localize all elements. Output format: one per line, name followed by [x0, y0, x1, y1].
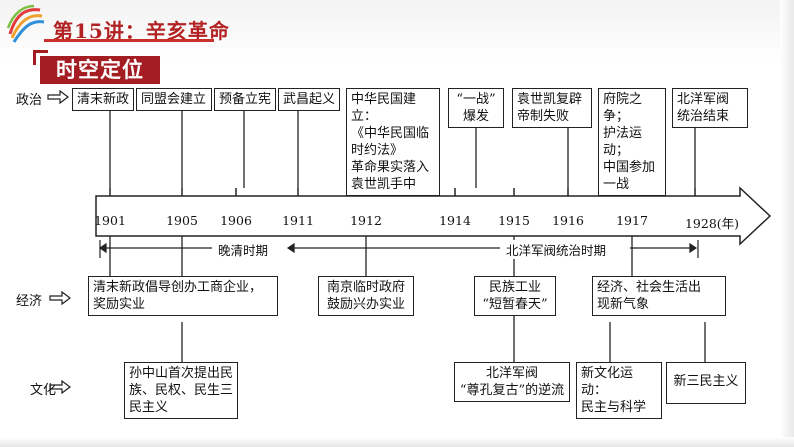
- economy-row-label: 经济: [16, 294, 43, 309]
- period-lines: [98, 240, 699, 258]
- title-underline: [44, 39, 214, 42]
- period-label-beiyang: 北洋军阀统治时期: [504, 240, 609, 259]
- ribbon-logo-icon: [6, 4, 45, 43]
- event-text: 中华民国建立：: [351, 92, 417, 124]
- event-text: 北洋军阀: [485, 366, 538, 381]
- event-text: 新三民主义: [673, 374, 739, 389]
- event-text: 中国参加: [603, 160, 656, 175]
- event-text: 护法运动；: [603, 126, 643, 158]
- event-box-politics-1: 同盟会建立: [136, 88, 212, 111]
- event-box-politics-2: 预备立宪: [214, 88, 276, 111]
- event-text: 族、民权、民生三: [129, 383, 234, 398]
- event-box-politics-0: 清末新政: [72, 88, 134, 111]
- event-text: 清末新政倡导创办工商企业，: [93, 280, 263, 295]
- year-label: 1917: [616, 213, 648, 228]
- year-label: 1906: [220, 213, 252, 228]
- event-box-culture-1: 北洋军阀 “尊孔复古”的逆流: [454, 362, 570, 402]
- event-text: 同盟会建立: [141, 92, 207, 107]
- event-box-economy-2: 民族工业 “短暂春天”: [474, 276, 556, 316]
- year-label: 1912: [350, 213, 382, 228]
- culture-row-label: 文化: [30, 383, 57, 398]
- bottom-frame: [0, 437, 794, 447]
- event-text: 鼓励兴办实业: [326, 297, 405, 312]
- event-text: 预备立宪: [219, 92, 272, 107]
- event-text: “短暂春天”: [482, 297, 548, 312]
- event-box-politics-4: 中华民国建立： 《中华民国临 时约法》 革命果实落入 袁世凯手中: [346, 88, 440, 196]
- event-box-economy-0: 清末新政倡导创办工商企业， 奖励实业: [88, 276, 278, 316]
- event-text: 清末新政: [77, 92, 130, 107]
- year-label: 1905: [166, 213, 198, 228]
- event-box-politics-7: 府院之争； 护法运动； 中国参加 一战: [598, 88, 666, 196]
- event-text: 帝制失败: [517, 109, 570, 124]
- event-text: 新文化运动：: [581, 366, 634, 398]
- event-text: 民主与科学: [581, 400, 647, 415]
- timeline-arrow: [95, 186, 772, 246]
- event-box-politics-3: 武昌起义: [278, 88, 340, 111]
- event-box-politics-5: “一战” 爆发: [448, 88, 504, 128]
- politics-row-label: 政治: [16, 93, 43, 108]
- event-text: 府院之争；: [603, 92, 643, 124]
- event-text: 爆发: [462, 109, 489, 124]
- event-text: 孙中山首次提出民: [129, 366, 234, 381]
- event-box-economy-1: 南京临时政府 鼓励兴办实业: [318, 276, 414, 316]
- year-label: 1901: [94, 213, 126, 228]
- right-frame: [780, 0, 794, 447]
- year-label: 1911: [282, 213, 314, 228]
- event-text: 一战: [603, 177, 630, 192]
- event-text: 统治结束: [677, 109, 730, 124]
- event-box-culture-2: 新文化运动： 民主与科学: [576, 362, 662, 419]
- event-text: 南京临时政府: [326, 280, 405, 295]
- period-label-late-qing: 晚清时期: [216, 240, 271, 259]
- year-label: 1928(年): [684, 216, 740, 231]
- event-box-politics-6: 袁世凯复辟 帝制失败: [512, 88, 592, 128]
- badge-corner: [33, 50, 48, 65]
- event-text: 袁世凯复辟: [517, 92, 583, 107]
- event-box-economy-3: 经济、社会生活出 现新气象: [592, 276, 726, 316]
- year-label: 1915: [498, 213, 530, 228]
- year-label: 1916: [552, 213, 584, 228]
- event-text: 革命果实落入: [351, 160, 430, 175]
- section-badge: 时空定位: [40, 56, 160, 84]
- event-text: 民主义: [129, 400, 169, 415]
- event-box-culture-3: 新三民主义: [666, 362, 746, 404]
- header-background: [0, 0, 794, 60]
- event-box-culture-0: 孙中山首次提出民 族、民权、民生三 民主义: [124, 362, 238, 419]
- lower-connectors: [109, 236, 706, 362]
- event-text: 武昌起义: [283, 92, 336, 107]
- event-text: 时约法》: [351, 143, 404, 158]
- event-text: 民族工业: [488, 280, 541, 295]
- event-text: “一战”: [456, 92, 496, 107]
- year-label: 1914: [439, 213, 471, 228]
- event-text: 北洋军阀: [677, 92, 730, 107]
- event-text: 现新气象: [597, 297, 650, 312]
- event-text: 经济、社会生活出: [597, 280, 702, 295]
- event-text: 奖励实业: [93, 297, 146, 312]
- row-arrows: [47, 89, 71, 395]
- event-box-politics-8: 北洋军阀 统治结束: [672, 88, 748, 128]
- event-text: “尊孔复古”的逆流: [459, 383, 565, 398]
- event-text: 袁世凯手中: [351, 177, 417, 192]
- event-text: 《中华民国临: [351, 126, 430, 141]
